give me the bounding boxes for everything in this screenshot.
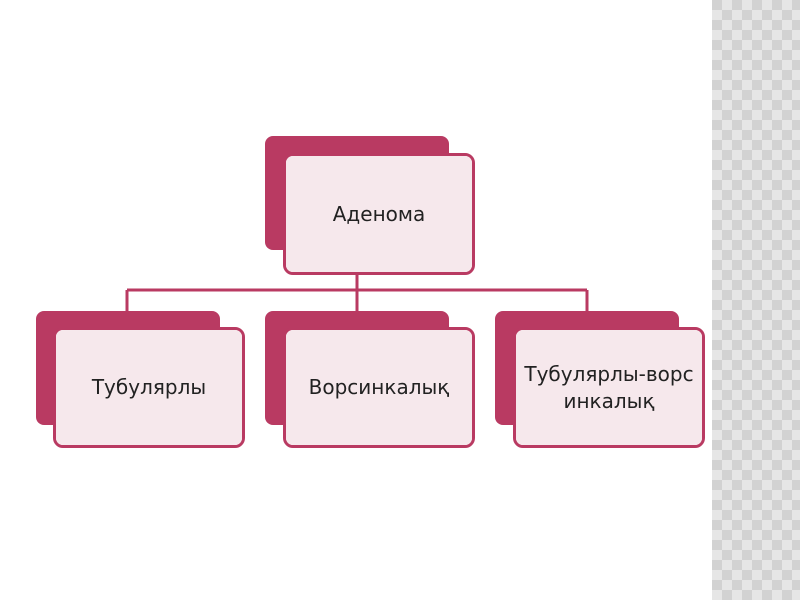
child-node-3-fill <box>516 330 702 445</box>
child-node-2-fill <box>286 330 472 445</box>
root-node-fill <box>286 156 472 272</box>
child-node-1-label: Тубулярлы <box>91 375 207 399</box>
root-node-label: Аденома <box>332 201 426 226</box>
child-node-2-label: Ворсинкалық <box>308 375 450 399</box>
decorative-pattern-strip <box>712 0 800 600</box>
root-node[interactable]: Аденома <box>283 153 475 275</box>
child-node-1[interactable]: Тубулярлы <box>53 327 245 448</box>
child-node-2[interactable]: Ворсинкалық <box>283 327 475 448</box>
child-node-1-fill <box>56 330 242 445</box>
child-node-3-label: Тубулярлы-ворсинкалық <box>524 361 694 413</box>
child-node-3[interactable]: Тубулярлы-ворсинкалық <box>513 327 705 448</box>
